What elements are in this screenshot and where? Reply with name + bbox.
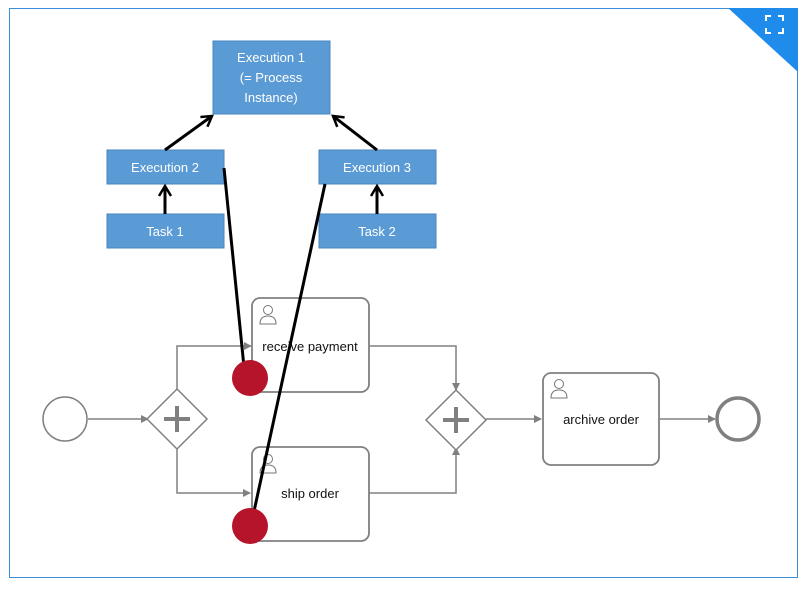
flow-ship-to-join — [370, 447, 460, 494]
task-archive-order: archive order — [542, 372, 660, 466]
user-icon — [259, 454, 277, 474]
plus-icon — [164, 406, 190, 432]
token-receive-payment — [232, 360, 268, 396]
execution-task-right: Task 2 — [318, 213, 437, 249]
plus-icon — [443, 407, 469, 433]
parallel-gateway-join — [424, 388, 488, 452]
end-event — [715, 396, 761, 442]
arrow-exec3-to-exec1 — [333, 116, 378, 152]
execution-root-line-3: Instance) — [244, 90, 297, 105]
execution-task-right-label: Task 2 — [358, 224, 396, 239]
diagram-frame — [9, 8, 798, 578]
task-ship-order-label: ship order — [281, 486, 339, 501]
link-exec2-to-token-receive — [222, 167, 246, 368]
user-icon — [259, 305, 277, 325]
fullscreen-button[interactable] — [728, 8, 798, 72]
execution-child-left: Execution 2 — [106, 149, 225, 185]
task-receive-payment: receive payment — [251, 297, 370, 393]
token-ship-order — [232, 508, 268, 544]
execution-root-line-2: (= Process — [240, 70, 303, 85]
user-icon — [550, 379, 568, 399]
task-receive-payment-label: receive payment — [262, 339, 358, 354]
task-archive-order-label: archive order — [563, 412, 640, 427]
start-event — [42, 396, 88, 442]
parallel-gateway-split — [145, 387, 209, 451]
execution-task-left: Task 1 — [106, 213, 225, 249]
flow-receive-to-join — [370, 345, 460, 391]
arrow-exec2-to-exec1 — [164, 116, 212, 152]
flow-split-to-ship — [176, 449, 251, 497]
execution-task-left-label: Task 1 — [146, 224, 184, 239]
execution-child-right: Execution 3 — [318, 149, 437, 185]
expand-icon — [765, 15, 784, 34]
execution-root-line-1: Execution 1 — [237, 50, 305, 65]
execution-child-left-label: Execution 2 — [131, 160, 199, 175]
link-exec3-to-token-ship — [251, 183, 327, 517]
task-ship-order: ship order — [251, 446, 370, 542]
execution-root: Execution 1 (= Process Instance) — [212, 40, 331, 115]
execution-child-right-label: Execution 3 — [343, 160, 411, 175]
flow-split-to-receive — [176, 342, 252, 389]
